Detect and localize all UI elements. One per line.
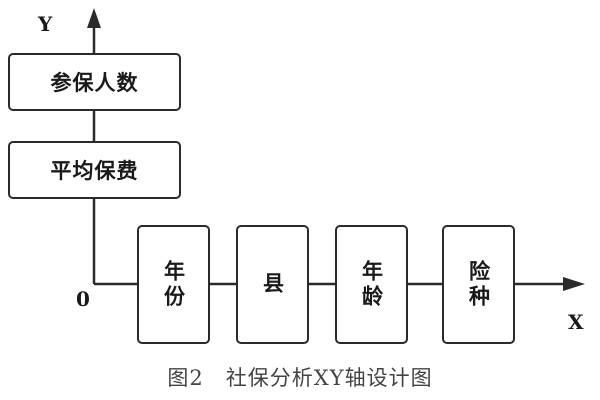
figure-caption: 图2 社保分析XY轴设计图 — [0, 362, 600, 392]
x-item-label: 年份 — [161, 259, 186, 310]
x-item-box: 县 — [236, 225, 309, 344]
x-item-label: 险种 — [466, 259, 491, 310]
caption-text: 社保分析XY轴设计图 — [225, 366, 433, 390]
y-item-box: 参保人数 — [8, 53, 181, 111]
y-item-box: 平均保费 — [8, 141, 181, 199]
x-axis-arrow — [563, 277, 585, 291]
x-item-box: 年龄 — [335, 225, 408, 344]
caption-number: 图2 — [167, 366, 204, 390]
origin-label: 0 — [76, 287, 90, 311]
x-item-box: 年份 — [137, 225, 210, 344]
y-item-label: 参保人数 — [50, 71, 139, 95]
y-axis-label: Y — [38, 12, 53, 36]
y-axis-arrow — [87, 8, 101, 28]
x-item-label: 县 — [260, 272, 285, 297]
y-item-label: 平均保费 — [50, 159, 139, 183]
x-axis-label: X — [568, 310, 584, 334]
x-item-label: 年龄 — [359, 259, 384, 310]
x-item-box: 险种 — [442, 225, 515, 344]
